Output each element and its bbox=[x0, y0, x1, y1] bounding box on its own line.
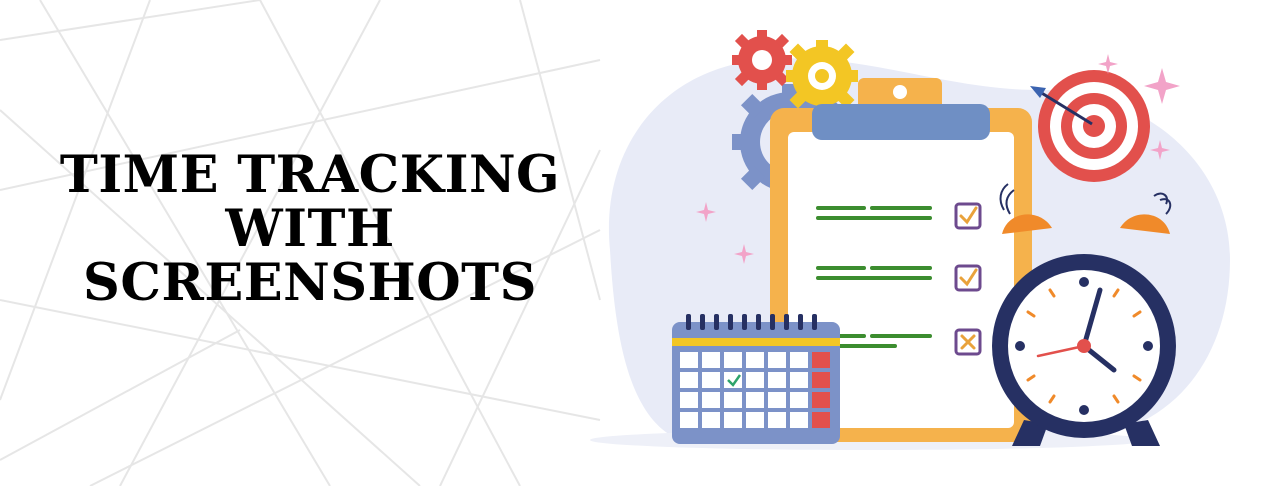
arrow-icon bbox=[1030, 86, 1093, 126]
sparkle-icon bbox=[696, 54, 1180, 264]
alarm-clock-icon bbox=[992, 183, 1176, 446]
time-tracking-illustration bbox=[590, 30, 1230, 450]
gear-icon bbox=[786, 40, 858, 112]
page-title: TIME TRACKING WITH SCREENSHOTS bbox=[18, 148, 602, 310]
title-line-3: SCREENSHOTS bbox=[83, 253, 537, 313]
title-line-2: WITH bbox=[225, 199, 395, 259]
target-icon bbox=[1038, 70, 1150, 182]
calendar-icon bbox=[672, 314, 840, 444]
gear-icon bbox=[732, 30, 792, 90]
title-line-1: TIME TRACKING bbox=[59, 145, 561, 205]
